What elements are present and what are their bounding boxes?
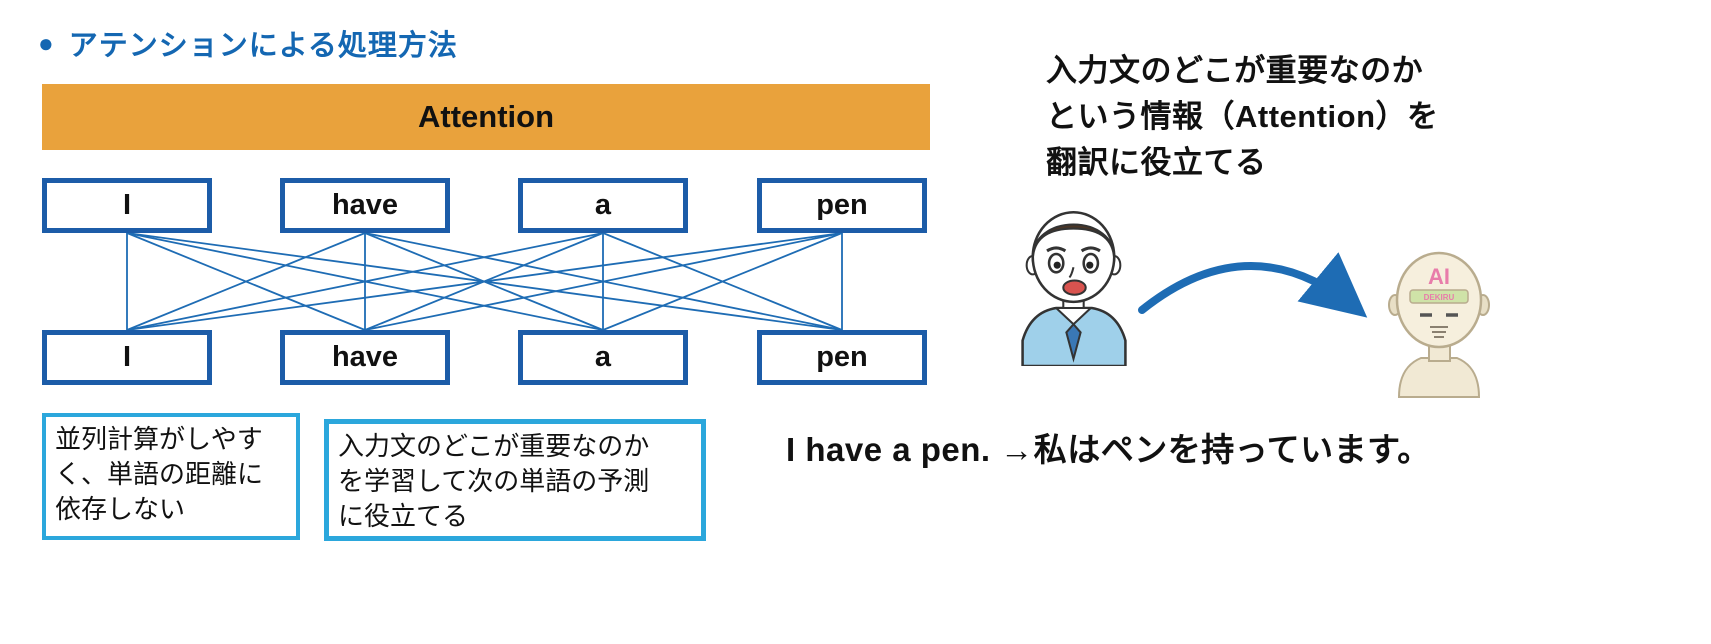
note-line: 依存しない bbox=[55, 494, 186, 525]
section-heading: ● アテンションによる処理方法 bbox=[38, 22, 458, 64]
robot-band-label: DEKIRU bbox=[1424, 293, 1455, 302]
note-line: 並列計算がしやす bbox=[55, 424, 263, 454]
top-token-box-i: I bbox=[42, 178, 212, 233]
man-illustration bbox=[1010, 198, 1138, 368]
section-title: アテンションによる処理方法 bbox=[68, 30, 458, 62]
caption-line: 入力文のどこが重要なのか bbox=[1046, 53, 1424, 88]
ai-label: AI bbox=[1428, 264, 1450, 289]
note-line: 入力文のどこが重要なのか bbox=[338, 431, 650, 461]
bullet-icon: ● bbox=[38, 28, 55, 58]
example-sentence: I have a pen. →私はペンを持っています。 bbox=[786, 431, 1431, 468]
note-parallel-computation: 並列計算がしやす く、単語の距離に 依存しない bbox=[42, 413, 300, 540]
top-token-box-a: a bbox=[518, 178, 688, 233]
bottom-token-box-pen: pen bbox=[757, 330, 927, 385]
attention-banner: Attention bbox=[42, 84, 930, 150]
arrow-icon bbox=[1138, 252, 1368, 318]
attention-connections bbox=[126, 232, 843, 331]
top-token-box-have: have bbox=[280, 178, 450, 233]
note-line: に役立てる bbox=[338, 501, 469, 532]
note-line: を学習して次の単語の予測 bbox=[338, 466, 650, 497]
bottom-token-box-a: a bbox=[518, 330, 688, 385]
bottom-token-box-have: have bbox=[280, 330, 450, 385]
note-line: く、単語の距離に bbox=[55, 459, 264, 490]
top-token-box-pen: pen bbox=[757, 178, 927, 233]
right-caption: 入力文のどこが重要なのか という情報（Attention）を 翻訳に役立てる bbox=[1046, 48, 1439, 186]
caption-line: 翻訳に役立てる bbox=[1046, 144, 1267, 180]
ai-robot-illustration: AI DEKIRU bbox=[1383, 247, 1495, 399]
bottom-token-box-i: I bbox=[42, 330, 212, 385]
caption-line: という情報（Attention）を bbox=[1046, 98, 1439, 134]
note-attention-learning: 入力文のどこが重要なのか を学習して次の単語の予測 に役立てる bbox=[324, 419, 706, 541]
